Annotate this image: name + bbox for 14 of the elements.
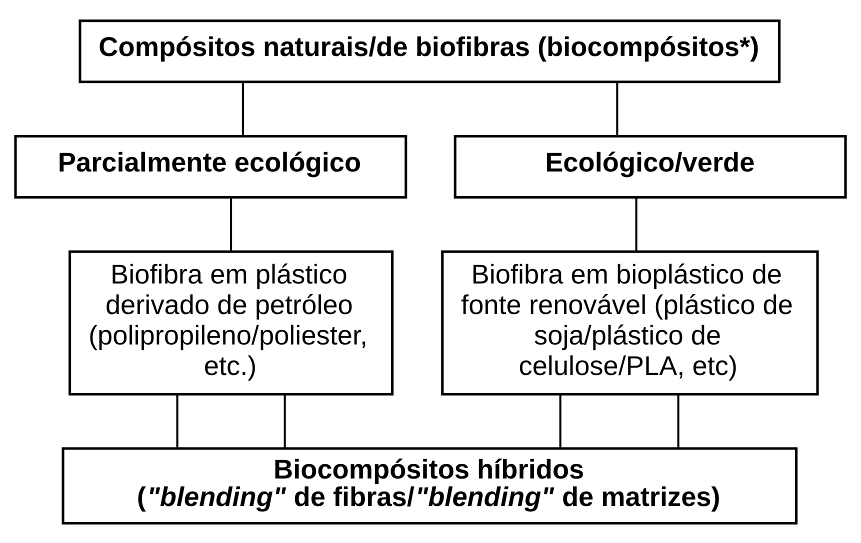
connector <box>242 82 244 136</box>
connector <box>635 197 638 251</box>
connector <box>230 197 232 251</box>
connector <box>559 394 562 448</box>
node-box: Ecológico/verde <box>454 134 847 198</box>
node-box: Biocompósitos híbridos ("blending" de fibras/"blending" de matrizes) <box>62 446 798 524</box>
node-box: Compósitos naturais/de biofibras (biocompósitos*) <box>78 19 781 83</box>
node-box: Parcialmente ecológico <box>14 134 408 198</box>
connector <box>284 394 286 448</box>
connector <box>616 82 618 136</box>
connector <box>677 394 680 448</box>
connector <box>176 394 178 448</box>
node-box: Biofibra em plástico derivado de petróleo (polipropileno/poliester, etc.) <box>68 250 394 395</box>
node-box: Biofibra em bioplástico de fonte renovável (plástico de soja/plástico de celulose/PLA, etc) <box>441 250 819 395</box>
